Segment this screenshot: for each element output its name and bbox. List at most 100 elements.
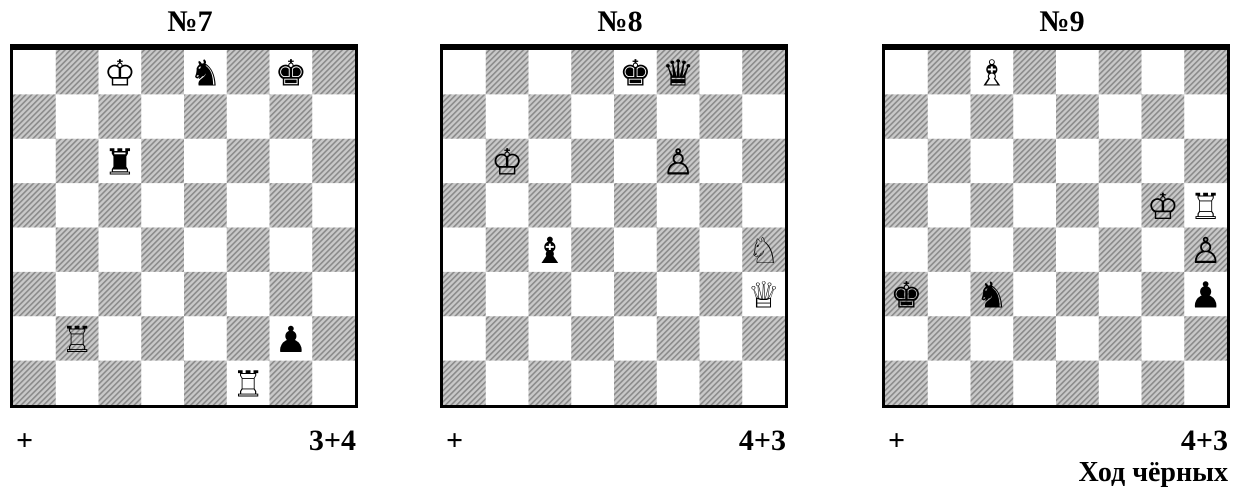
- dark-square: [1056, 361, 1099, 405]
- white-king-icon: ♔: [491, 142, 523, 183]
- stipulation-check: +: [888, 424, 905, 458]
- white-knight-icon: ♘: [747, 231, 779, 272]
- light-square: [486, 183, 529, 228]
- dark-square: [1184, 316, 1227, 361]
- light-square: [742, 94, 785, 139]
- light-square: [1056, 316, 1099, 361]
- dark-square: [971, 183, 1014, 228]
- light-square: [928, 361, 971, 405]
- light-square: [700, 50, 743, 95]
- white-king-icon: ♔: [1147, 187, 1179, 228]
- dark-square: [529, 361, 572, 405]
- light-square: [571, 183, 614, 228]
- dark-square: [99, 94, 142, 139]
- light-square: [1184, 361, 1227, 405]
- light-square: [1099, 361, 1142, 405]
- dark-square: [1099, 139, 1142, 184]
- white-bishop-icon: ♗: [976, 54, 1008, 95]
- light-square: [270, 139, 313, 184]
- light-square: [529, 50, 572, 95]
- light-square: [700, 316, 743, 361]
- light-square: [885, 50, 928, 95]
- light-square: [13, 139, 56, 184]
- dark-square: [13, 94, 56, 139]
- dark-square: [227, 50, 270, 95]
- piece-count: 4+3: [1181, 424, 1228, 458]
- light-square: [571, 94, 614, 139]
- black-to-move-note: Ход чёрных: [1078, 458, 1228, 488]
- light-square: [99, 316, 142, 361]
- light-square: [443, 139, 486, 184]
- black-king-icon: ♚: [619, 54, 651, 95]
- light-square: [1184, 94, 1227, 139]
- piece-count: 4+3: [739, 424, 786, 458]
- dark-square: [1142, 272, 1185, 317]
- stipulation-check: +: [446, 424, 463, 458]
- light-square: [657, 272, 700, 317]
- light-square: [486, 361, 529, 405]
- light-square: [227, 272, 270, 317]
- dark-square: [1142, 361, 1185, 405]
- light-square: [657, 94, 700, 139]
- light-square: [184, 316, 227, 361]
- black-king-icon: ♚: [890, 276, 922, 317]
- dark-square: [13, 361, 56, 405]
- light-square: [614, 316, 657, 361]
- light-square: [184, 139, 227, 184]
- dark-square: [486, 316, 529, 361]
- dark-square: [270, 94, 313, 139]
- light-square: [227, 183, 270, 228]
- dark-square: [1056, 94, 1099, 139]
- piece-count: 3+4: [309, 424, 356, 458]
- light-square: [56, 272, 99, 317]
- light-square: [141, 361, 184, 405]
- light-square: [657, 361, 700, 405]
- black-king-icon: ♚: [275, 54, 307, 95]
- light-square: [1142, 228, 1185, 273]
- light-square: [486, 272, 529, 317]
- dark-square: [700, 361, 743, 405]
- dark-square: [312, 228, 355, 273]
- dark-square: [1099, 50, 1142, 95]
- dark-square: [1099, 228, 1142, 273]
- light-square: [529, 316, 572, 361]
- black-rook-icon: ♜: [104, 142, 136, 183]
- dark-square: [529, 272, 572, 317]
- light-square: [270, 228, 313, 273]
- light-square: [700, 139, 743, 184]
- chessboard: ♔♞♚♜♖♟♖: [10, 44, 358, 408]
- light-square: [486, 94, 529, 139]
- dark-square: [141, 228, 184, 273]
- dark-square: [614, 94, 657, 139]
- diagram-title: №7: [10, 4, 370, 40]
- dark-square: [184, 183, 227, 228]
- dark-square: [99, 183, 142, 228]
- light-square: [99, 228, 142, 273]
- dark-square: [1056, 183, 1099, 228]
- light-square: [885, 139, 928, 184]
- dark-square: [657, 228, 700, 273]
- diagram-title: №8: [440, 4, 800, 40]
- dark-square: [971, 94, 1014, 139]
- white-queen-icon: ♕: [747, 276, 779, 317]
- light-square: [13, 228, 56, 273]
- light-square: [443, 50, 486, 95]
- dark-square: [227, 316, 270, 361]
- dark-square: [56, 50, 99, 95]
- black-knight-icon: ♞: [976, 276, 1008, 317]
- light-square: [443, 228, 486, 273]
- light-square: [1099, 94, 1142, 139]
- black-bishop-icon: ♝: [534, 231, 566, 272]
- white-rook-icon: ♖: [61, 320, 93, 361]
- dark-square: [614, 183, 657, 228]
- chessboard: ♗♔♖♙♚♞♟: [882, 44, 1230, 408]
- light-square: [529, 139, 572, 184]
- dark-square: [184, 272, 227, 317]
- dark-square: [312, 50, 355, 95]
- black-pawn-icon: ♟: [1189, 276, 1221, 317]
- diagram-title: №9: [882, 4, 1242, 40]
- dark-square: [885, 94, 928, 139]
- light-square: [885, 316, 928, 361]
- dark-square: [1142, 94, 1185, 139]
- dark-square: [443, 94, 486, 139]
